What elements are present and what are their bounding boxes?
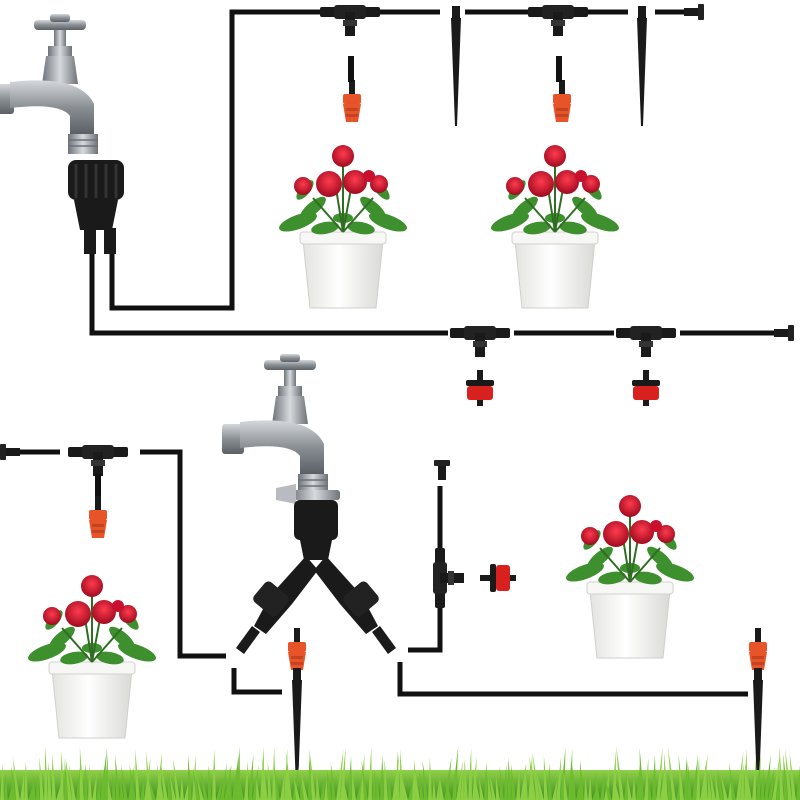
adjustable-nozzle-icon	[553, 80, 571, 122]
adjustable-nozzle-icon	[343, 80, 361, 122]
dripper-icon	[466, 370, 494, 406]
faucet-icon	[221, 353, 329, 495]
tee-connector-icon	[68, 445, 128, 476]
grass-icon	[0, 746, 800, 800]
tubing	[14, 9, 778, 697]
stake-icon	[637, 6, 647, 126]
tee-connector-icon	[616, 326, 676, 357]
dripper-icon	[480, 564, 516, 592]
end-plug-icon	[0, 444, 20, 460]
potted-rose-icon	[562, 494, 698, 659]
end-plug-icon	[774, 325, 794, 341]
y-splitter-icon	[236, 500, 396, 654]
potted-rose-icon	[275, 144, 411, 309]
potted-rose-icon	[487, 144, 623, 309]
dripper-icon	[632, 370, 660, 406]
end-plug-icon	[684, 4, 704, 20]
tee-connector-icon	[450, 326, 510, 357]
tee-connector-icon	[528, 5, 588, 36]
tee-connector-icon	[320, 5, 380, 36]
tee-connector-icon	[433, 548, 464, 608]
potted-rose-icon	[24, 574, 160, 739]
hose-clamp	[276, 484, 340, 504]
stake-icon	[451, 6, 461, 126]
hose-adapter	[68, 160, 124, 254]
adjustable-nozzle-icon	[89, 496, 107, 538]
adjustable-nozzle-icon	[288, 628, 306, 670]
faucet-icon	[0, 13, 99, 155]
adjustable-nozzle-icon	[749, 628, 767, 670]
end-plug-icon	[434, 460, 450, 480]
